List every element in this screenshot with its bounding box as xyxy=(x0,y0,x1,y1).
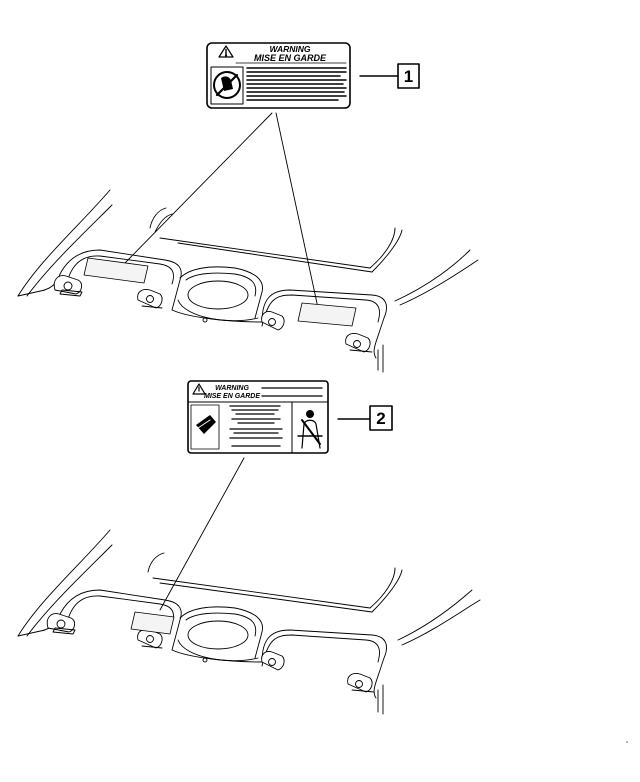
visor-clip-right-inner xyxy=(261,311,285,331)
label-2-title-fr: MISE EN GARDE xyxy=(204,393,260,400)
visor-sticker-right xyxy=(297,302,357,327)
corner-mark xyxy=(626,741,628,743)
visor-sticker-center xyxy=(130,611,175,635)
label-2-header-print xyxy=(261,387,323,397)
leader-line-2 xyxy=(159,457,245,611)
visor-clip-right-outer xyxy=(347,673,375,693)
visor-clip-left xyxy=(46,613,76,635)
visor-clip-center xyxy=(137,629,163,649)
callout-1: 1 xyxy=(359,63,420,89)
no-rear-facing-child-seat-icon xyxy=(210,66,244,105)
label-1-title-fr: MISE EN GARDE xyxy=(254,53,327,63)
warning-triangle-icon xyxy=(192,383,206,395)
label-2-fine-print xyxy=(229,405,283,447)
headliner-1 xyxy=(17,189,479,373)
airbag-icon xyxy=(190,404,220,450)
visor-sticker-left xyxy=(83,257,149,284)
headliner-2 xyxy=(17,529,481,715)
visor-clip-center xyxy=(137,289,163,309)
warning-label-1: WARNING MISE EN GARDE xyxy=(206,42,351,109)
visor-clip-right-outer xyxy=(345,333,373,353)
visor-clip-left xyxy=(53,275,83,297)
warning-label-2: WARNING MISE EN GARDE xyxy=(187,380,329,454)
label-1-fine-print xyxy=(246,67,347,101)
callout-2-number: 2 xyxy=(376,409,385,428)
seatbelt-icon xyxy=(297,410,323,449)
label-2-title-en: WARNING xyxy=(215,385,249,392)
warning-triangle-icon xyxy=(218,45,234,58)
visor-clip-right-inner xyxy=(261,651,285,671)
leader-lines-1 xyxy=(123,112,319,309)
callout-2: 2 xyxy=(337,405,393,431)
callout-1-number: 1 xyxy=(404,67,413,86)
label-1-title-en: WARNING xyxy=(269,44,310,54)
